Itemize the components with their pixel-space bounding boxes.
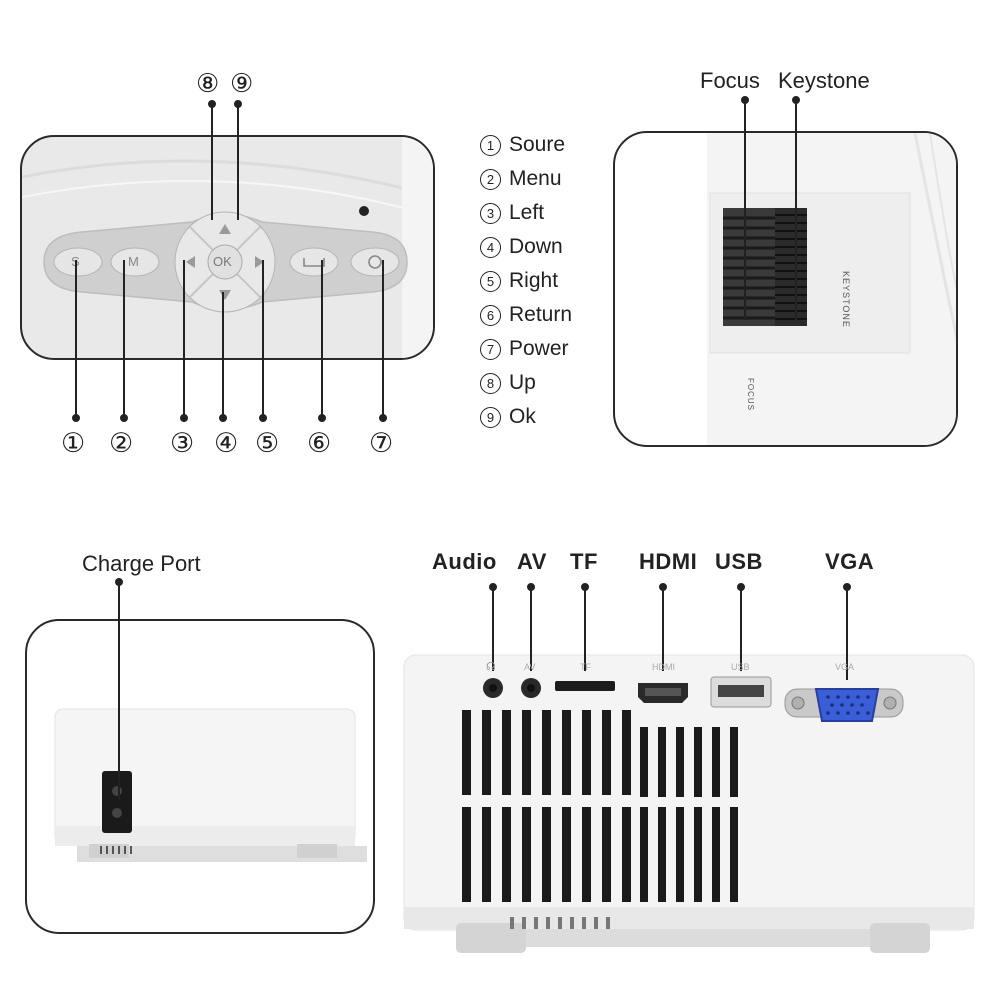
charge-callout-line — [115, 578, 123, 800]
headphone-icon: ☊ — [486, 661, 496, 673]
callout-number-1: ① — [61, 428, 86, 458]
keystone-label: Keystone — [778, 68, 870, 93]
left-arrow-icon — [186, 256, 195, 268]
tf-slot — [555, 681, 615, 691]
charge-port-socket — [102, 771, 132, 833]
source-button-shape — [53, 247, 103, 277]
tf-port-label: TF — [570, 549, 598, 574]
rear-panel-drawing — [403, 583, 975, 953]
right-vent-grille — [640, 727, 738, 902]
lens-callout-lines — [741, 96, 800, 320]
callout-number-8: ⑧ — [196, 68, 220, 98]
callout-number-5: ⑤ — [255, 428, 280, 458]
remote-callout-lines — [72, 100, 387, 422]
keystone-side-text: KEYSTONE — [841, 271, 851, 328]
tf-small-label: TF — [580, 662, 591, 672]
return-button-shape — [289, 247, 339, 277]
charge-port-drawing — [54, 708, 367, 862]
control-panel-photo: S M OK — [20, 135, 435, 360]
callout-number-4: ④ — [214, 428, 239, 458]
lens-panel-photo: KEYSTONE FOCUS — [613, 131, 958, 447]
hdmi-small-label: HDMI — [652, 662, 675, 672]
lens-drawing — [707, 133, 956, 445]
ok-button-label: OK — [213, 254, 232, 269]
vga-port — [814, 688, 880, 722]
callout-number-3: ③ — [170, 428, 195, 458]
callout-number-7: ⑦ — [369, 428, 394, 458]
vga-small-label: VGA — [835, 662, 855, 672]
right-arrow-icon — [255, 256, 264, 268]
usb-port-label: USB — [715, 549, 763, 574]
power-button-shape — [350, 247, 400, 277]
up-arrow-icon — [219, 224, 231, 234]
charge-port-photo — [25, 619, 375, 934]
callout-number-2: ② — [109, 428, 134, 458]
return-icon — [303, 258, 325, 267]
usb-small-label: USB — [731, 662, 750, 672]
control-panel-drawing — [22, 137, 433, 358]
charge-port-label: Charge Port — [82, 551, 201, 576]
callout-number-6: ⑥ — [307, 428, 332, 458]
av-port-label: AV — [517, 549, 547, 574]
av-small-label: AV — [524, 662, 536, 672]
focus-label: Focus — [700, 68, 760, 93]
hdmi-port-label: HDMI — [639, 549, 698, 574]
menu-button-label: M — [128, 254, 139, 269]
callout-number-9: ⑨ — [230, 68, 254, 98]
audio-port-label: Audio — [432, 549, 497, 574]
keystone-wheel — [775, 208, 807, 326]
left-vent-grille — [462, 710, 631, 902]
focus-side-text: FOCUS — [746, 378, 755, 411]
ir-sensor-dot — [359, 206, 369, 216]
power-icon — [368, 255, 382, 269]
vga-port-label: VGA — [825, 549, 875, 574]
